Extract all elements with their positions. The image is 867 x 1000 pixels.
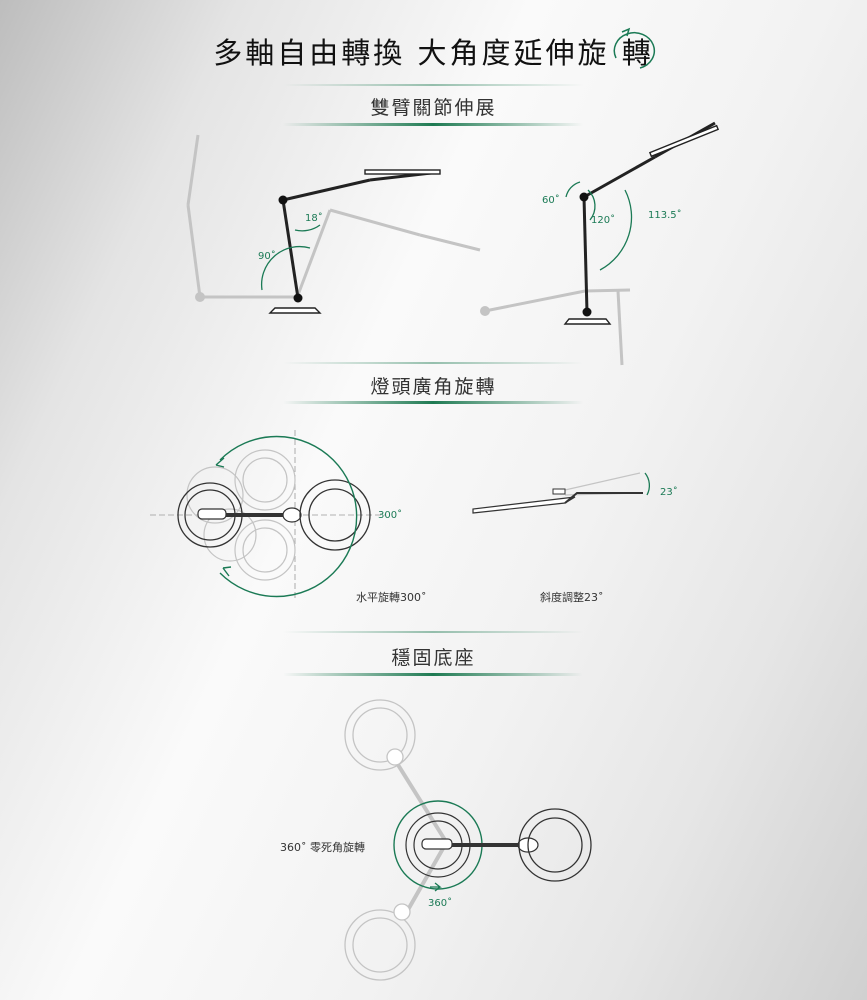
lamp-head [364, 169, 441, 175]
section-rule [283, 673, 583, 676]
head-tilt-diagram: 23˚ [472, 472, 678, 514]
page-title: 多軸自由轉換 大角度延伸旋 轉 [213, 36, 654, 70]
section-title-arm: 雙臂關節伸展 [370, 97, 497, 119]
angle-label: 360˚ [428, 897, 452, 909]
section-title-head: 燈頭廣角旋轉 [370, 376, 497, 398]
angle-label: 113.5˚ [648, 209, 682, 221]
section-rule [283, 123, 583, 126]
angle-label: 120˚ [591, 214, 615, 226]
section-rule [283, 362, 583, 364]
rotate-icon [613, 27, 656, 69]
ghost-lamp [484, 288, 631, 366]
arm-extension-diagram-right: 60˚ 120˚ 113.5˚ [480, 121, 720, 366]
section-rule [283, 401, 583, 404]
lamp-head [648, 124, 720, 158]
ghost-lamp [186, 134, 481, 299]
angle-label: 23˚ [660, 486, 678, 498]
angle-label: 60˚ [542, 194, 560, 206]
ghost-head [564, 472, 641, 496]
caption-tilt: 斜度調整23˚ [540, 591, 604, 604]
head-rotation-diagram: 300˚ [150, 430, 402, 600]
angle-label: 300˚ [378, 509, 402, 521]
lamp-head [472, 496, 576, 514]
lamp-base [268, 307, 322, 314]
section-title-base: 穩固底座 [391, 647, 476, 669]
caption-base: 360˚ 零死角旋轉 [280, 841, 365, 854]
base-rotation-diagram: 360˚ [344, 699, 592, 981]
section-rule [283, 631, 583, 633]
angle-label: 90˚ [258, 250, 276, 262]
lamp-base [563, 318, 612, 325]
section-rule [283, 84, 583, 86]
ghost-head [186, 449, 296, 581]
arm-extension-diagram-left: 18˚ 90˚ [186, 134, 481, 314]
caption-rotate: 水平旋轉300˚ [356, 591, 427, 604]
angle-label: 18˚ [305, 212, 323, 224]
ghost-lamp [344, 699, 447, 981]
